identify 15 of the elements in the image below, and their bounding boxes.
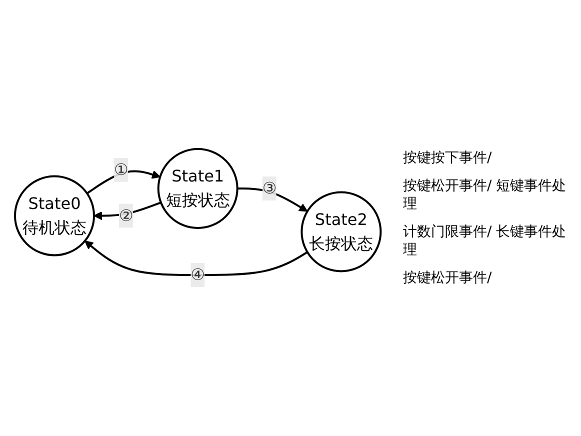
arrow <box>237 188 308 212</box>
edge-label: ② <box>118 206 133 225</box>
arrow <box>93 202 161 220</box>
arrow <box>86 170 160 194</box>
edge-note: 按键松开事件/ 短键事件处理 <box>403 177 568 213</box>
edge-label: ① <box>114 160 128 179</box>
node-circle: State1 短按状态 <box>157 148 238 229</box>
edge-note: 按键按下事件/ <box>403 149 493 167</box>
edge-label: ③ <box>262 178 276 198</box>
edge-note: 按键松开事件/ <box>403 269 493 287</box>
edge-note: 计数门限事件/ 长键事件处理 <box>403 223 568 259</box>
arrow <box>84 240 308 276</box>
edge-label: ④ <box>190 265 205 284</box>
node-circle: State0 待机状态 <box>14 175 95 256</box>
node-circle: State2 长按状态 <box>300 191 382 272</box>
